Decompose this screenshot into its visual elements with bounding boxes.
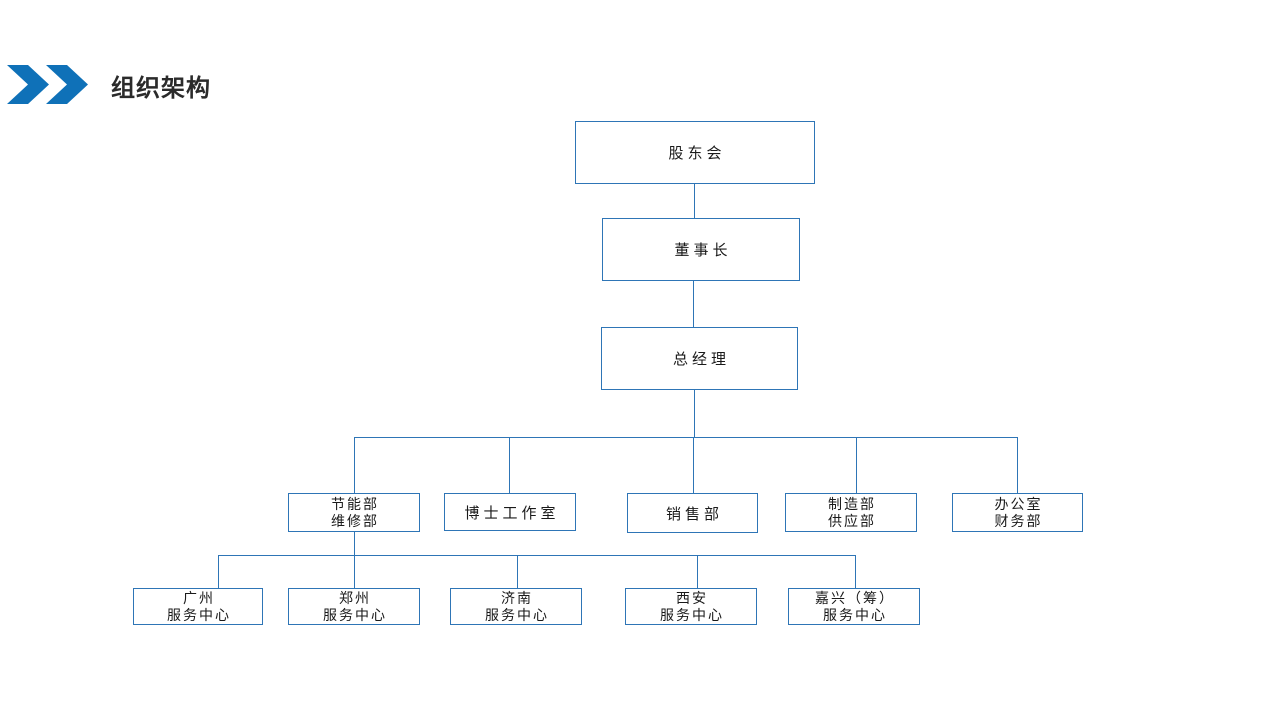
connector-drop-xian xyxy=(697,555,698,588)
connector-service-centers-rail xyxy=(218,555,855,556)
org-node-label: 服务中心 xyxy=(323,606,387,623)
connector-drop-energy-maintenance xyxy=(354,437,355,493)
org-node-label: 服务中心 xyxy=(167,606,231,623)
org-node-jiaxing-service-center: 嘉兴（筹） 服务中心 xyxy=(788,588,920,625)
connector-gm-down xyxy=(694,390,695,437)
org-node-label: 广州 xyxy=(183,589,215,606)
connector-drop-guangzhou xyxy=(218,555,219,588)
org-node-label: 制造部 xyxy=(828,495,876,512)
org-node-label: 西安 xyxy=(676,589,708,606)
connector-departments-rail xyxy=(354,437,1017,438)
org-node-label: 股东会 xyxy=(668,145,726,162)
org-node-guangzhou-service-center: 广州 服务中心 xyxy=(133,588,263,625)
connector-shareholders-chairman xyxy=(694,184,695,218)
org-node-label: 供应部 xyxy=(828,512,876,529)
org-node-general-manager: 总经理 xyxy=(601,327,798,390)
org-node-label: 维修部 xyxy=(331,512,379,529)
org-node-label: 销售部 xyxy=(665,505,723,523)
chevron-right-icon xyxy=(46,65,88,104)
connector-drop-sales xyxy=(693,437,694,493)
org-node-sales-dept: 销售部 xyxy=(627,493,758,533)
org-node-chairman: 董事长 xyxy=(602,218,800,281)
org-node-shareholders: 股东会 xyxy=(575,121,815,184)
connector-drop-office-finance xyxy=(1017,437,1018,493)
org-node-label: 服务中心 xyxy=(485,606,549,623)
org-node-label: 济南 xyxy=(501,589,533,606)
org-node-office-finance-dept: 办公室 财务部 xyxy=(952,493,1083,532)
org-node-xian-service-center: 西安 服务中心 xyxy=(625,588,757,625)
org-node-label: 嘉兴（筹） xyxy=(815,589,895,606)
org-node-manufacturing-supply-dept: 制造部 供应部 xyxy=(785,493,917,532)
page-title: 组织架构 xyxy=(111,75,211,102)
chevron-right-icon xyxy=(7,65,49,104)
org-node-label: 服务中心 xyxy=(823,606,887,623)
org-node-label: 办公室 xyxy=(994,495,1043,512)
org-node-jinan-service-center: 济南 服务中心 xyxy=(450,588,582,625)
org-node-label: 董事长 xyxy=(674,242,732,259)
org-node-doctor-studio: 博士工作室 xyxy=(444,493,576,531)
connector-drop-doctor-studio xyxy=(509,437,510,493)
org-node-label: 总经理 xyxy=(672,351,730,368)
org-node-label: 服务中心 xyxy=(660,606,724,623)
org-node-label: 节能部 xyxy=(331,495,379,512)
org-node-zhengzhou-service-center: 郑州 服务中心 xyxy=(288,588,420,625)
org-node-label: 博士工作室 xyxy=(464,504,560,522)
org-node-energy-maintenance-dept: 节能部 维修部 xyxy=(288,493,420,532)
org-node-label: 财务部 xyxy=(994,512,1043,529)
connector-drop-jinan xyxy=(517,555,518,588)
connector-drop-jiaxing xyxy=(855,555,856,588)
org-node-label: 郑州 xyxy=(339,589,371,606)
connector-energy-down xyxy=(354,532,355,555)
connector-chairman-gm xyxy=(693,281,694,327)
connector-drop-manufacturing-supply xyxy=(856,437,857,493)
connector-drop-zhengzhou xyxy=(354,555,355,588)
